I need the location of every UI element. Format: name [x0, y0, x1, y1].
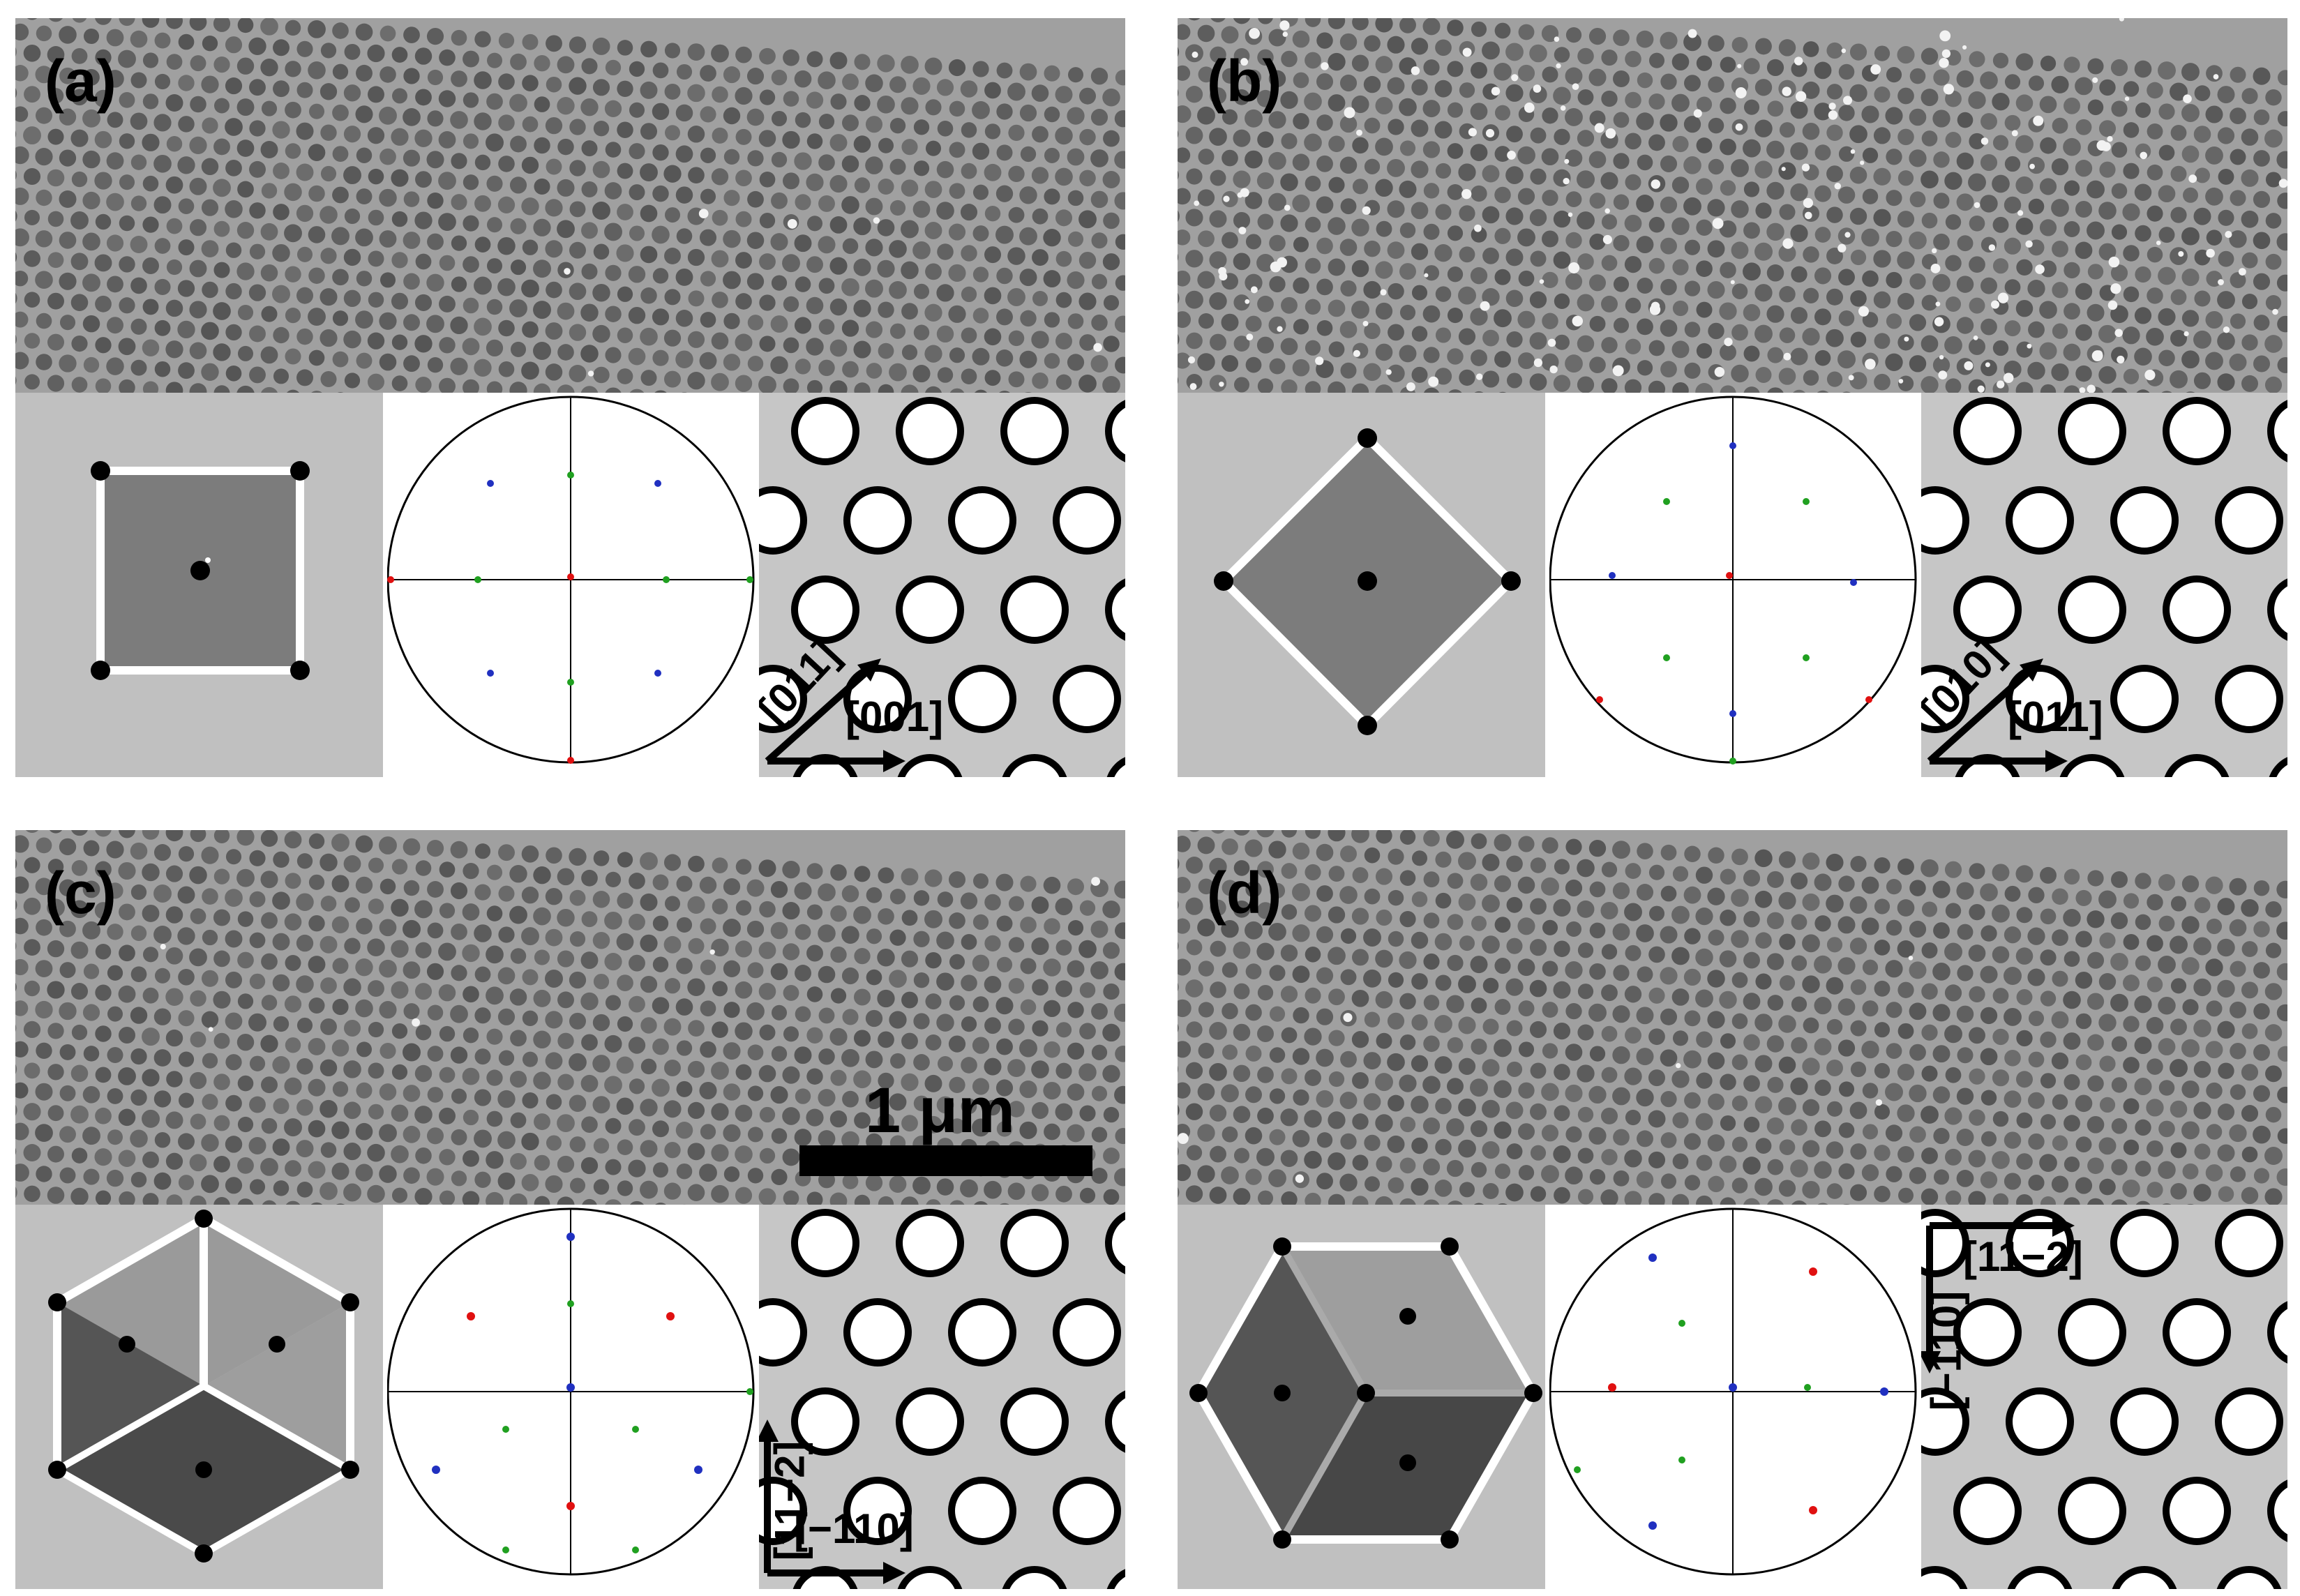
- panel-label-d: (d): [1207, 860, 1282, 926]
- panel-label-c: (c): [45, 860, 116, 926]
- cube-orientation-d: [1178, 1205, 1545, 1589]
- sem-image-c: [15, 830, 1125, 1205]
- sem-image-a: [15, 18, 1125, 393]
- cube-orientation-b: [1178, 393, 1545, 777]
- pole-figure-a: [387, 393, 755, 777]
- panel-b: (b): [1178, 18, 2287, 777]
- lattice-schematic-d: [11−2] [−110]: [1921, 1205, 2287, 1589]
- panel-label-a: (a): [45, 48, 116, 114]
- pole-figure-d: [1549, 1205, 1917, 1589]
- cube-orientation-a: [15, 393, 383, 777]
- axis-label-c-2: [−110]: [794, 1505, 914, 1552]
- axis-label-d-2: [−110]: [1923, 1290, 1970, 1411]
- axis-label-b-2: [011]: [2008, 693, 2103, 740]
- axis-label-a-2: [001]: [845, 693, 944, 740]
- lattice-schematic-b: [010] [011]: [1921, 393, 2287, 777]
- cube-orientation-c: [15, 1205, 383, 1589]
- scale-bar-label: 1 μm: [865, 1075, 1015, 1146]
- pole-figure-c: [387, 1205, 755, 1589]
- panel-c: (c): [15, 830, 1125, 1589]
- axis-label-d-1: [11−2]: [1963, 1233, 2083, 1280]
- lattice-schematic-c: [11−2] [−110]: [759, 1205, 1125, 1589]
- pole-figure-b: [1549, 393, 1917, 777]
- sem-image-d: [1178, 830, 2287, 1205]
- scale-bar: [799, 1145, 1092, 1176]
- lattice-schematic-a: [011] [001]: [759, 393, 1125, 777]
- panel-a: (a): [15, 18, 1125, 777]
- panel-d: (d): [1178, 830, 2287, 1589]
- panel-label-b: (b): [1207, 48, 1282, 114]
- sem-image-b: [1178, 18, 2287, 393]
